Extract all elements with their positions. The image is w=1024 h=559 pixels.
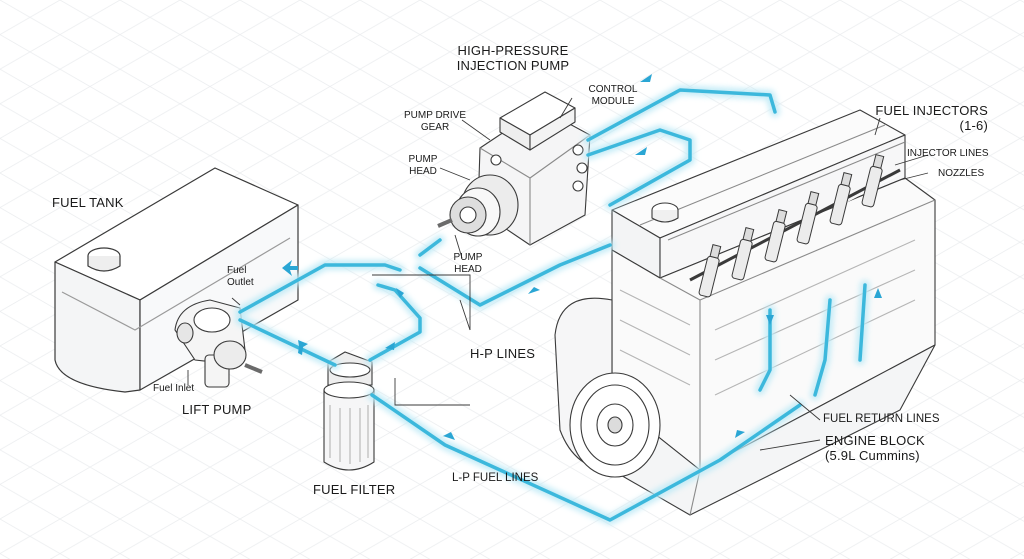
flow-arrow [385, 342, 395, 350]
engine-block-label-line2: (5.9L Cummins) [825, 447, 920, 463]
filter-to-pump-line [368, 283, 422, 362]
pump-head-lower-label: PUMP HEAD [443, 252, 493, 275]
flow-arrow [443, 432, 455, 440]
fuel-outlet-label-line1: Fuel [227, 265, 247, 276]
injection-pump-icon [437, 91, 591, 246]
leader-lines [187, 97, 929, 451]
fuel-inlet-label: Fuel Inlet [153, 383, 195, 394]
return-line-main [370, 393, 802, 522]
control-module-label: CONTROL MODULE [578, 84, 648, 107]
flow-arrows [282, 74, 882, 440]
return-line-3 [858, 283, 867, 362]
injector-lines-label: INJECTOR LINES [907, 148, 989, 159]
pump-drive-gear-label-line2: GEAR [420, 121, 450, 133]
lp-to-filter-line [238, 318, 337, 367]
fuel-return-lines-label: FUEL RETURN LINES [823, 413, 940, 425]
fuel-filter-label: FUEL FILTER [313, 482, 396, 497]
hp-injection-pump-label: HIGH-PRESSURE INJECTION PUMP [448, 43, 578, 74]
pump-head-upper-label-line2: HEAD [409, 165, 437, 177]
fuel-lines [238, 88, 867, 522]
hp-pump-label-line1: HIGH-PRESSURE [457, 43, 569, 58]
fuel-injectors-label-line1: FUEL INJECTORS [875, 103, 988, 118]
flow-arrow [640, 74, 652, 82]
pump-head-upper-label-line1: PUMP [408, 154, 438, 165]
pump-to-cover-line [586, 88, 777, 142]
pump-head-lower-label-line1: PUMP [453, 252, 483, 263]
hp-line-lower [418, 243, 612, 307]
flow-arrow [735, 430, 745, 438]
engine-block-label-line1: ENGINE BLOCK [825, 433, 925, 448]
flow-arrow [282, 260, 298, 276]
flow-arrow [874, 288, 882, 298]
fuel-tank-label: FUEL TANK [52, 195, 124, 210]
return-line-1 [758, 308, 772, 392]
lp-supply-line [238, 263, 402, 314]
fuel-injectors-label: FUEL INJECTORS (1-6) [860, 103, 988, 134]
flow-arrow [635, 147, 647, 155]
control-module-label-line2: MODULE [591, 95, 635, 107]
fuel-injectors-label-line2: (1-6) [959, 117, 988, 133]
fuel-outlet-label-line2: Outlet [227, 276, 254, 288]
crank-pulley-icon [569, 372, 661, 478]
fuel-tank-icon [54, 167, 299, 393]
control-module-label-line1: CONTROL [588, 84, 638, 95]
nozzles-label: NOZZLES [938, 168, 985, 179]
flow-arrow [298, 340, 308, 355]
fuel-outlet-label: Fuel Outlet [227, 265, 254, 288]
flow-arrow [528, 287, 540, 294]
pump-drive-gear-label-line1: PUMP DRIVE [403, 110, 467, 121]
hp-pump-label-line2: INJECTION PUMP [456, 57, 570, 73]
return-line-2 [813, 298, 832, 397]
fuel-filter-icon [323, 351, 375, 471]
pump-head-line [418, 238, 442, 257]
pump-loop-line [586, 128, 692, 207]
pump-head-lower-label-line2: HEAD [454, 263, 482, 275]
engine-block-label: ENGINE BLOCK (5.9L Cummins) [825, 433, 925, 464]
hp-lines-label: H-P LINES [470, 346, 536, 361]
flow-arrow [766, 315, 774, 325]
flow-arrow [396, 288, 404, 298]
pump-drive-gear-label: PUMP DRIVE GEAR [395, 110, 475, 133]
pump-head-upper-label: PUMP HEAD [398, 154, 448, 177]
fuel-injector-icon [698, 154, 885, 298]
lift-pump-label: LIFT PUMP [182, 402, 252, 417]
lift-pump-icon [174, 299, 263, 388]
lp-fuel-lines-label: L-P FUEL LINES [452, 472, 539, 484]
